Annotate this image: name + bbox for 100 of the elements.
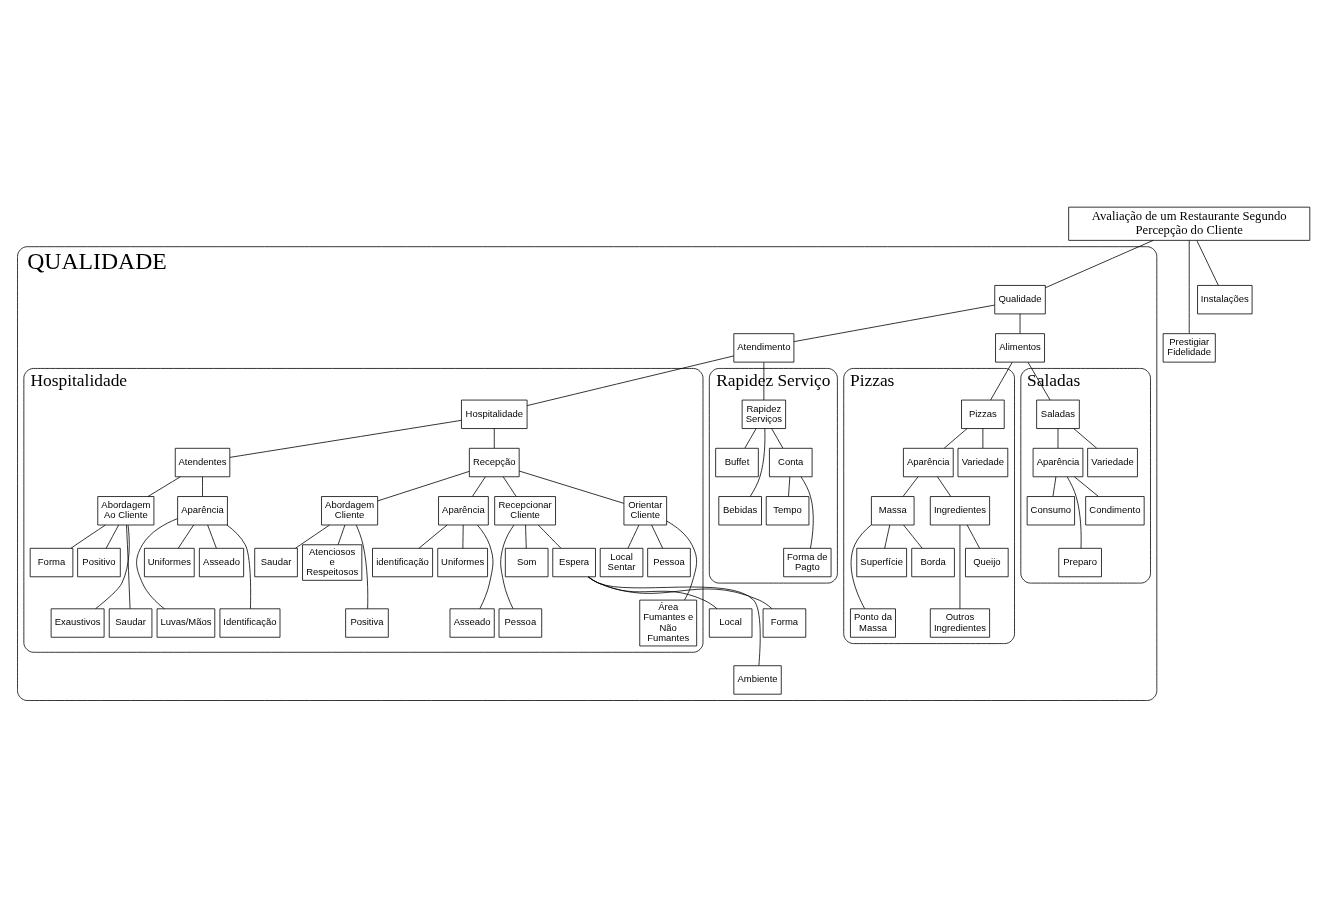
connector [627, 524, 640, 549]
node-box: Queijo [965, 547, 1009, 577]
connector [884, 524, 891, 549]
node-box: Instalações [1197, 284, 1253, 314]
connector [477, 524, 494, 609]
connector [903, 524, 923, 549]
node-box: Abordagem Cliente [321, 495, 379, 525]
connector [526, 355, 735, 406]
connector [337, 524, 346, 545]
connector [966, 524, 980, 549]
node-box: Forma de Pagto [783, 547, 832, 577]
node-box: Consumo [1026, 495, 1075, 525]
node-box: Rapidez Serviços [741, 399, 786, 429]
connector [418, 524, 448, 549]
node-box: Pessoa [498, 607, 543, 638]
connector [1057, 427, 1059, 448]
connector [355, 524, 369, 609]
connector [295, 524, 330, 549]
connector [1066, 476, 1082, 549]
node-box: Atenciosos e Respeitosos [302, 543, 363, 581]
connector [959, 524, 961, 609]
connector [177, 524, 195, 549]
connector [990, 361, 1013, 400]
connector [226, 524, 252, 609]
node-box: Aparência [1032, 447, 1084, 477]
node-box: Bebidas [718, 495, 762, 525]
node-box: Uniformes [437, 547, 488, 577]
node-box: Espera [552, 547, 596, 577]
connector [1019, 313, 1021, 334]
node-box: Uniformes [144, 547, 195, 577]
node-box: Abordagem Ao Cliente [97, 495, 155, 525]
connector [749, 427, 766, 497]
connector [207, 524, 217, 549]
connector [1052, 475, 1057, 497]
node-box: Alimentos [995, 332, 1045, 363]
node-box: Ponto da Massa [850, 607, 896, 638]
node-box: Aparência [903, 447, 954, 477]
node-box: Prestigiar Fidelidade [1162, 332, 1216, 363]
node-box: Condimento [1085, 495, 1145, 525]
connector [229, 419, 462, 458]
connector [1074, 475, 1099, 497]
node-box: Tempo [765, 495, 810, 525]
connector [1196, 239, 1219, 286]
node-box: identificação [372, 547, 433, 577]
node-box: Recepcionar Cliente [494, 495, 556, 525]
node-box: Asseado [198, 547, 245, 577]
connector [95, 524, 130, 609]
node-box: Atendimento [733, 332, 795, 363]
connector [525, 524, 527, 549]
connector [1188, 239, 1190, 334]
connector [902, 475, 919, 497]
node-box: Aparência [438, 495, 489, 525]
connector [105, 524, 120, 549]
connector [850, 524, 872, 609]
node-box: Qualidade [994, 284, 1046, 314]
node-box: Forma [762, 607, 807, 638]
node-box: Recepção [468, 447, 520, 477]
connector [666, 520, 698, 600]
node-box: Orientar Cliente [623, 495, 668, 525]
connector [202, 475, 203, 497]
connector [518, 470, 625, 504]
connector [136, 517, 178, 609]
connector [472, 475, 486, 497]
node-box: Som [504, 547, 549, 577]
connector [500, 524, 515, 609]
connector [1073, 427, 1097, 448]
connector [377, 470, 470, 501]
connector [147, 475, 181, 497]
node-box: Atendentes [174, 447, 231, 477]
connector [1044, 239, 1154, 288]
node-box: Local [708, 607, 753, 638]
node-box: Positivo [77, 547, 121, 577]
node-box: Saudar [254, 547, 298, 577]
connector [763, 361, 765, 400]
node-box: Luvas/Mãos [156, 607, 216, 638]
node-box: Local Sentar [599, 547, 644, 577]
node-box: Asseado [449, 607, 495, 638]
connector [537, 524, 562, 549]
node-box: Pessoa [647, 547, 691, 577]
node-box: Ingredientes [929, 495, 990, 525]
connector [771, 427, 784, 448]
connector [126, 524, 131, 609]
node-box: Massa [871, 495, 915, 525]
node-box: Pizzas [961, 399, 1005, 429]
connector [744, 427, 757, 448]
connector [587, 576, 773, 609]
node-box: Conta [769, 447, 813, 477]
connector [800, 475, 814, 549]
node-box: Buffet [715, 447, 759, 477]
node-box: Hospitalidade [461, 399, 528, 429]
node-box: Aparência [177, 495, 228, 525]
connector [502, 475, 517, 497]
node-box: Avaliação de um Restaurante Segundo Percepção do Cliente [1068, 206, 1311, 241]
node-box: Superfície [856, 547, 907, 577]
node-box: Exaustivos [50, 607, 105, 638]
node-box: Preparo [1058, 547, 1102, 577]
connector [1027, 361, 1051, 400]
node-box: Positiva [345, 607, 389, 638]
connector [788, 475, 791, 497]
connector [793, 304, 995, 342]
